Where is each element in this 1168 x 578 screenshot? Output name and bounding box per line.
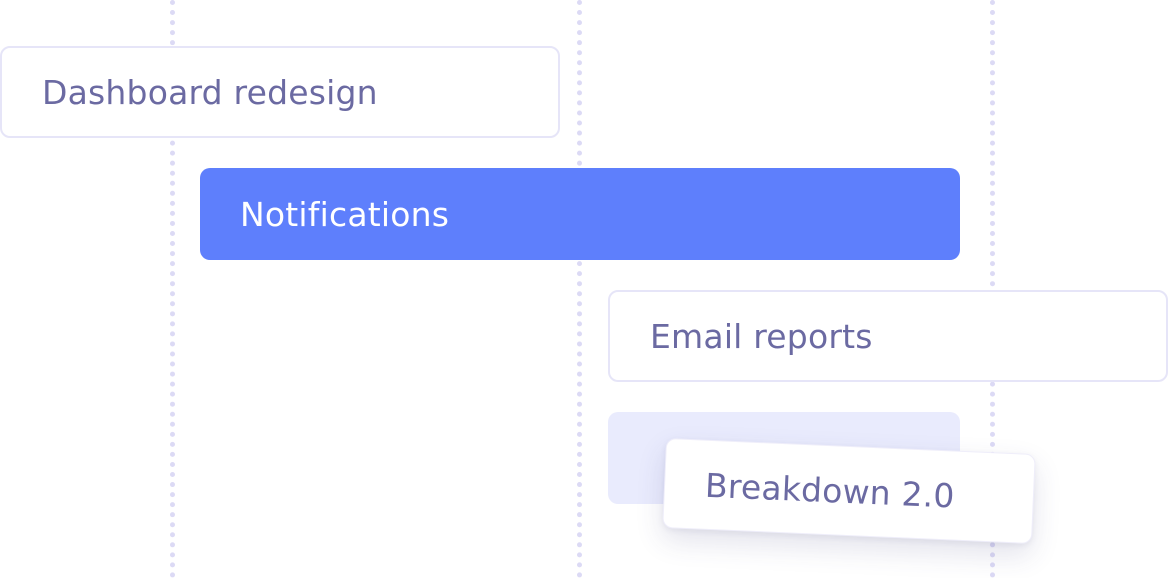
- timeline-gridline: [990, 0, 995, 578]
- timeline-gridline: [577, 0, 582, 578]
- task-label: Notifications: [240, 194, 450, 234]
- task-label: Breakdown 2.0: [704, 465, 956, 516]
- task-bar-email-reports[interactable]: Email reports: [608, 290, 1168, 382]
- timeline-gridline: [170, 0, 175, 578]
- task-label: Dashboard redesign: [42, 72, 378, 112]
- task-label: Email reports: [650, 316, 873, 356]
- task-bar-breakdown-dragging[interactable]: Breakdown 2.0: [662, 437, 1036, 545]
- task-bar-dashboard-redesign[interactable]: Dashboard redesign: [0, 46, 560, 138]
- task-bar-notifications[interactable]: Notifications: [200, 168, 960, 260]
